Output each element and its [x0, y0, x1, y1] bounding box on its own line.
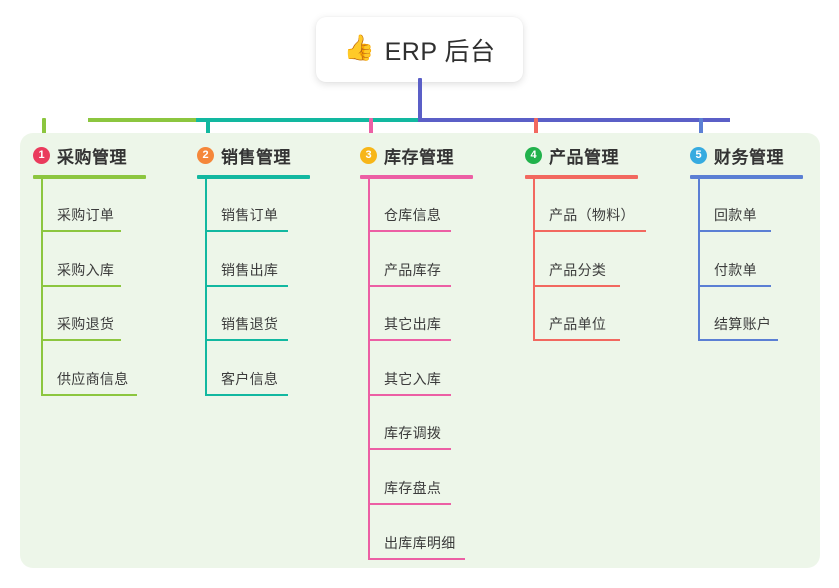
menu-item-label: 回款单: [714, 207, 757, 223]
column-title-product-management: 产品管理: [549, 148, 619, 167]
menu-item-rule: [368, 448, 451, 451]
menu-item-label: 库存调拨: [384, 425, 442, 442]
menu-item[interactable]: 回款单: [698, 198, 771, 232]
column-title-inventory-management: 库存管理: [384, 148, 454, 167]
menu-item-label: 销售退货: [221, 316, 279, 333]
menu-item[interactable]: 产品分类: [533, 253, 620, 287]
menu-item-label: 采购入库: [57, 261, 115, 278]
menu-item-label: 产品（物料）: [549, 207, 635, 223]
menu-item-label: 产品单位: [549, 316, 607, 333]
menu-item-label: 仓库信息: [384, 207, 442, 223]
column-spine-inventory-management: [368, 177, 370, 560]
column-spine-product-management: [533, 177, 535, 342]
menu-item-label: 产品分类: [549, 261, 607, 278]
menu-item-rule: [368, 230, 451, 232]
column-header-inventory-management[interactable]: 3 库存管理: [360, 143, 454, 168]
menu-item-label: 其它出库: [384, 316, 442, 333]
column-title-sales-management: 销售管理: [221, 148, 291, 167]
connector-bus-segment-2: [196, 118, 418, 122]
menu-item[interactable]: 销售退货: [205, 307, 288, 342]
menu-item-label: 销售出库: [221, 261, 279, 278]
menu-item-label: 其它入库: [384, 370, 442, 387]
menu-item-rule: [41, 284, 121, 287]
menu-item-rule: [698, 284, 771, 287]
menu-item-label: 产品库存: [384, 261, 442, 278]
menu-item-rule: [698, 339, 778, 342]
menu-item-rule: [205, 393, 288, 396]
column-header-rule-inventory-management: [360, 175, 473, 179]
column-header-sales-management[interactable]: 2 销售管理: [197, 143, 291, 168]
column-badge-inventory-management: 3: [360, 147, 377, 164]
menu-item-label: 结算账户: [714, 316, 772, 333]
menu-item-rule: [368, 339, 451, 342]
menu-item[interactable]: 库存调拨: [368, 416, 451, 451]
menu-item[interactable]: 产品库存: [368, 253, 451, 287]
menu-item-label: 出库库明细: [384, 534, 456, 551]
column-title-finance-management: 财务管理: [714, 148, 784, 167]
menu-item-label: 供应商信息: [57, 370, 129, 387]
menu-item-rule: [533, 339, 620, 342]
menu-item-label: 采购订单: [57, 207, 115, 223]
menu-item-label: 付款单: [714, 261, 757, 278]
menu-item-label: 销售订单: [221, 207, 279, 223]
menu-item[interactable]: 其它入库: [368, 362, 451, 396]
menu-item[interactable]: 其它出库: [368, 307, 451, 342]
connector-bus-segment-3: [418, 118, 730, 122]
menu-item[interactable]: 供应商信息: [41, 362, 137, 396]
menu-item-rule: [41, 393, 137, 396]
menu-item-label: 采购退货: [57, 316, 115, 333]
menu-item-rule: [698, 230, 771, 232]
menu-item-rule: [368, 557, 465, 560]
menu-item[interactable]: 库存盘点: [368, 471, 451, 505]
column-header-finance-management[interactable]: 5 财务管理: [690, 143, 784, 168]
column-header-product-management[interactable]: 4 产品管理: [525, 143, 619, 168]
menu-item[interactable]: 销售出库: [205, 253, 288, 287]
menu-item[interactable]: 销售订单: [205, 198, 288, 232]
menu-item[interactable]: 出库库明细: [368, 526, 465, 560]
menu-item[interactable]: 产品（物料）: [533, 198, 646, 232]
menu-item[interactable]: 采购退货: [41, 307, 121, 342]
menu-item-rule: [368, 503, 451, 505]
menu-item[interactable]: 结算账户: [698, 307, 778, 342]
column-badge-sales-management: 2: [197, 147, 214, 164]
menu-item[interactable]: 付款单: [698, 253, 771, 287]
menu-item-rule: [205, 230, 288, 232]
menu-item[interactable]: 采购订单: [41, 198, 121, 232]
menu-item[interactable]: 产品单位: [533, 307, 620, 342]
menu-item[interactable]: 采购入库: [41, 253, 121, 287]
menu-item-rule: [533, 230, 646, 232]
column-header-rule-sales-management: [197, 175, 310, 179]
column-header-rule-finance-management: [690, 175, 803, 179]
connector-bus-segment-1: [88, 118, 196, 122]
column-header-rule-purchase-management: [33, 175, 146, 179]
menu-item-rule: [368, 284, 451, 287]
menu-item[interactable]: 仓库信息: [368, 198, 451, 232]
column-badge-finance-management: 5: [690, 147, 707, 164]
menu-item-label: 客户信息: [221, 370, 279, 387]
column-header-rule-product-management: [525, 175, 638, 179]
menu-item-rule: [205, 284, 288, 287]
root-title-card: 👍 ERP 后台: [316, 17, 523, 82]
menu-item-rule: [533, 284, 620, 287]
menu-item-rule: [368, 393, 451, 396]
column-badge-product-management: 4: [525, 147, 542, 164]
menu-item-rule: [41, 339, 121, 342]
root-connector-stem: [418, 78, 422, 122]
column-spine-finance-management: [698, 177, 700, 342]
menu-item-rule: [205, 339, 288, 342]
menu-item[interactable]: 客户信息: [205, 362, 288, 396]
menu-item-label: 库存盘点: [384, 480, 442, 496]
column-badge-purchase-management: 1: [33, 147, 50, 164]
column-header-purchase-management[interactable]: 1 采购管理: [33, 143, 127, 168]
root-title-text: ERP 后台: [384, 37, 496, 66]
menu-item-rule: [41, 230, 121, 232]
thumbs-up-icon: 👍: [343, 34, 375, 62]
modules-panel: 1 采购管理采购订单采购入库采购退货供应商信息 2 销售管理销售订单销售出库销售退货客…: [20, 133, 820, 568]
column-title-purchase-management: 采购管理: [57, 148, 127, 167]
